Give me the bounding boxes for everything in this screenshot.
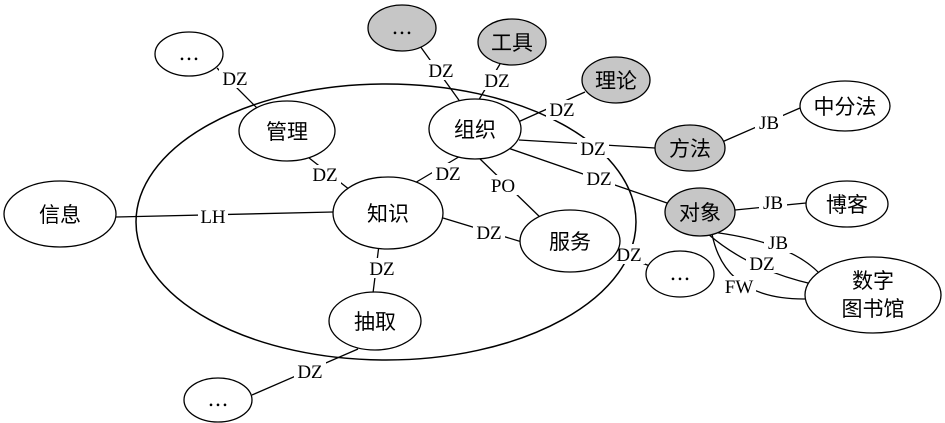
node-object-label: 对象	[679, 201, 721, 225]
node-top-ellipsis: …	[367, 4, 437, 52]
node-digital-library: 数字 图书馆	[804, 256, 942, 334]
edge-label-management-knowledge: DZ	[312, 165, 337, 186]
edge-label-knowledge-extraction: DZ	[369, 259, 394, 280]
edge-labels: LH DZ DZ DZ DZ DZ DZ DZ DZ PO DZ DZ DZ D…	[198, 60, 792, 383]
edge-label-method-organization: DZ	[580, 139, 605, 160]
node-organization: 组织	[428, 98, 522, 160]
node-topleft-ellipsis: …	[154, 31, 224, 77]
node-clc-label: 中分法	[814, 95, 877, 119]
node-management: 管理	[238, 100, 336, 162]
node-bottomleft-ellipsis: …	[183, 377, 253, 423]
edge-label-object-blog: JB	[763, 193, 783, 214]
edge-label-service-right: DZ	[616, 245, 641, 266]
node-info-label: 信息	[39, 203, 81, 227]
node-right-ellipsis-label: …	[670, 261, 691, 285]
node-extraction: 抽取	[328, 291, 422, 351]
node-theory-label: 理论	[595, 69, 637, 93]
edge-label-theory-organization: DZ	[549, 100, 574, 121]
node-management-label: 管理	[266, 120, 308, 144]
node-clc: 中分法	[799, 80, 891, 132]
edge-label-organization-knowledge: DZ	[435, 164, 460, 185]
node-extraction-label: 抽取	[354, 310, 396, 334]
node-digital-library-label-line1: 数字	[852, 269, 894, 293]
node-blog: 博客	[805, 180, 889, 228]
node-service: 服务	[519, 209, 621, 273]
node-service-label: 服务	[549, 230, 591, 254]
edge-label-object-digital-jb: JB	[768, 233, 788, 254]
edge-label-object-digital-dz: DZ	[749, 254, 774, 275]
edge-label-method-clc: JB	[759, 113, 779, 134]
edge-label-info-knowledge: LH	[200, 207, 226, 228]
node-topleft-ellipsis-label: …	[179, 41, 200, 65]
nodes: 信息 知识 管理 组织 服务 抽取 … 工具	[3, 4, 942, 423]
node-method-label: 方法	[669, 137, 711, 161]
edge-label-tools-organization: DZ	[484, 71, 509, 92]
node-method: 方法	[654, 124, 726, 172]
node-right-ellipsis: …	[645, 250, 715, 298]
node-digital-library-label-line2: 图书馆	[842, 297, 905, 321]
edge-label-top-organization: DZ	[428, 61, 453, 82]
edge-label-topleft-management: DZ	[222, 69, 247, 90]
node-object: 对象	[664, 187, 736, 237]
edge-label-organization-service: PO	[491, 176, 515, 197]
node-info: 信息	[3, 180, 117, 248]
domain-boundary-ellipse	[135, 83, 637, 361]
node-organization-label: 组织	[454, 118, 496, 142]
node-knowledge: 知识	[332, 176, 444, 250]
node-top-ellipsis-label: …	[392, 15, 413, 39]
edge-label-knowledge-service: DZ	[476, 223, 501, 244]
node-knowledge-label: 知识	[367, 202, 409, 226]
edge-label-extraction-bottomleft: DZ	[297, 362, 322, 383]
node-tools-label: 工具	[491, 31, 533, 55]
node-bottomleft-ellipsis-label: …	[208, 387, 229, 411]
edge-label-object-organization: DZ	[586, 169, 611, 190]
node-theory: 理论	[581, 56, 651, 104]
node-tools: 工具	[477, 18, 547, 66]
node-blog-label: 博客	[826, 193, 868, 217]
edge-label-object-digital-fw: FW	[725, 277, 754, 298]
